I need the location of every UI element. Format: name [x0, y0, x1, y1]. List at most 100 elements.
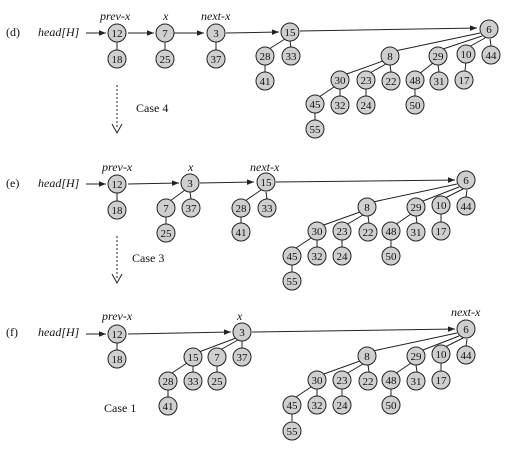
heap-node: 8	[357, 346, 377, 366]
tree-edge	[394, 362, 412, 375]
svg-text:24: 24	[361, 100, 373, 112]
heap-node: 18	[107, 200, 127, 220]
heap-node: 45	[282, 246, 302, 266]
heap-node: 32	[330, 95, 350, 115]
heap-node: 25	[207, 371, 227, 391]
svg-text:12: 12	[112, 179, 123, 191]
svg-text:15: 15	[188, 352, 200, 364]
svg-text:15: 15	[261, 177, 273, 189]
tree-edge	[219, 339, 239, 351]
heap-node: 6	[456, 170, 476, 190]
svg-text:28: 28	[236, 203, 248, 215]
pointer-label-x: x	[187, 160, 194, 174]
svg-text:3: 3	[213, 28, 219, 40]
heap-node: 23	[332, 221, 352, 241]
tree-edge	[439, 35, 483, 51]
svg-text:6: 6	[463, 324, 469, 336]
heap-node: 6	[456, 319, 476, 339]
heap-node: 30	[330, 70, 350, 90]
sibling-arrow	[127, 329, 232, 335]
svg-text:44: 44	[461, 350, 473, 362]
heap-node: 24	[332, 395, 352, 415]
heap-node: 10	[431, 344, 451, 364]
heap-node: 25	[156, 223, 176, 243]
svg-text:32: 32	[312, 400, 323, 412]
svg-text:33: 33	[286, 51, 298, 63]
svg-text:6: 6	[463, 175, 469, 187]
svg-text:10: 10	[461, 49, 473, 61]
tree-edge	[189, 191, 192, 200]
svg-text:28: 28	[260, 51, 272, 63]
heap-node: 17	[454, 70, 474, 90]
heap-node: 3	[232, 322, 252, 342]
tree-edge	[244, 189, 262, 202]
svg-text:12: 12	[112, 329, 123, 341]
tree-edge	[295, 237, 312, 249]
svg-text:17: 17	[436, 375, 448, 387]
svg-text:44: 44	[486, 50, 498, 62]
svg-text:8: 8	[364, 351, 370, 363]
heap-node: 55	[282, 421, 302, 441]
heap-node: 50	[381, 246, 401, 266]
tree-edge	[198, 337, 237, 353]
head-label: head[H]	[38, 176, 80, 190]
svg-text:29: 29	[411, 351, 423, 363]
heap-node: 12	[107, 324, 127, 344]
sibling-arrow	[251, 326, 456, 333]
tree-edge	[422, 335, 460, 351]
svg-text:55: 55	[310, 124, 322, 136]
svg-text:45: 45	[287, 400, 299, 412]
tree-edge	[372, 183, 458, 203]
svg-text:23: 23	[337, 226, 349, 238]
svg-text:30: 30	[335, 75, 347, 87]
heap-node: 33	[183, 371, 203, 391]
heap-node: 18	[107, 349, 127, 369]
heap-node: 31	[406, 222, 426, 242]
pointer-label-x: x	[236, 309, 243, 323]
tree-edge	[171, 362, 188, 374]
tree-edge	[265, 191, 268, 200]
svg-text:41: 41	[236, 227, 247, 239]
svg-text:7: 7	[162, 28, 168, 40]
svg-text:32: 32	[335, 100, 346, 112]
tree-edge	[345, 214, 364, 226]
heap-node: 3	[180, 173, 200, 193]
tree-edge	[268, 38, 286, 50]
tree-edge	[415, 364, 418, 373]
svg-text:48: 48	[410, 75, 422, 87]
heap-node: 45	[282, 395, 302, 415]
case-label: Case 4	[136, 101, 168, 115]
heap-node: 17	[431, 221, 451, 241]
heap-node: 41	[158, 396, 178, 416]
svg-text:37: 37	[211, 54, 223, 66]
tree-edge	[437, 64, 440, 73]
heap-node: 6	[479, 19, 499, 39]
svg-text:23: 23	[337, 375, 349, 387]
svg-text:33: 33	[262, 203, 274, 215]
svg-text:24: 24	[337, 400, 349, 412]
tree-edge	[422, 186, 460, 202]
svg-text:32: 32	[312, 251, 323, 263]
panel-d: (d) head[H] prev-x x next-x 12	[6, 9, 501, 139]
pointer-label-next-x: next-x	[451, 305, 481, 319]
transition-arrowhead-icon	[111, 273, 123, 285]
svg-text:17: 17	[436, 226, 448, 238]
heap-node: 18	[107, 49, 127, 69]
heap-node: 55	[305, 119, 325, 139]
heap-node: 8	[357, 197, 377, 217]
heap-node: 22	[358, 222, 378, 242]
pointer-label-next-x: next-x	[201, 9, 231, 23]
heap-node: 32	[307, 246, 327, 266]
svg-text:28: 28	[163, 376, 175, 388]
svg-text:15: 15	[285, 27, 297, 39]
heap-node: 8	[380, 46, 400, 66]
panel-f: (f) head[H] prev-x x next-x 12 18 3	[6, 305, 481, 441]
svg-text:12: 12	[112, 28, 123, 40]
svg-text:33: 33	[188, 376, 200, 388]
tree-edge	[394, 213, 412, 226]
tree-edge	[343, 60, 384, 76]
tree-edge	[389, 64, 392, 73]
tree-edge	[320, 211, 361, 227]
heap-node: 23	[356, 70, 376, 90]
heap-node: 44	[456, 345, 476, 365]
